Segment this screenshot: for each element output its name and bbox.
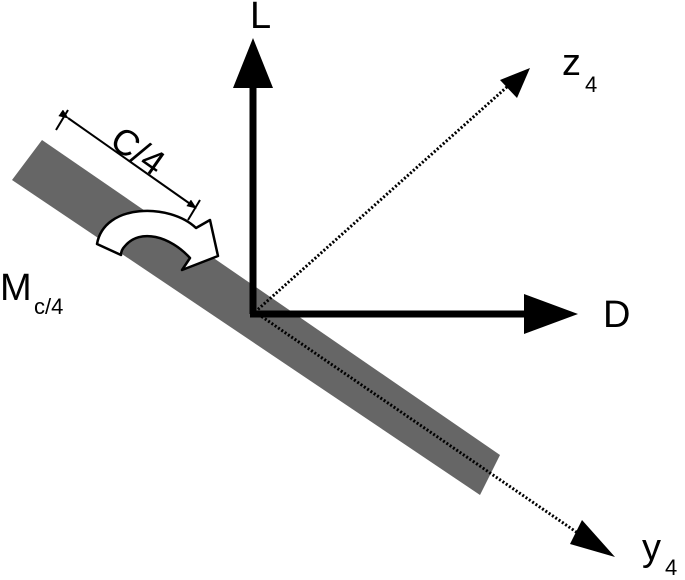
- quarter-chord-extension-right: [187, 199, 201, 221]
- lift-arrowhead: [233, 38, 273, 88]
- lift-label: L: [250, 0, 271, 37]
- z4-axis-line: [254, 84, 509, 314]
- z4-axis-letter: z: [562, 42, 581, 84]
- moment-letter: M: [0, 267, 32, 309]
- y4-axis-letter: y: [642, 527, 661, 569]
- quarter-chord-extension-left: [55, 109, 69, 131]
- quarter-chord-label: C/4: [103, 118, 172, 184]
- moment-subscript: c/4: [34, 294, 63, 319]
- y4-axis-subscript: 4: [665, 555, 677, 580]
- drag-label: D: [603, 294, 630, 336]
- drag-arrowhead: [524, 294, 578, 334]
- quarter-chord-dimension-line: [58, 109, 197, 209]
- z4-axis-arrowhead: [500, 68, 530, 98]
- pitching-moment-arrow: [95, 209, 220, 272]
- y4-axis-line: [254, 310, 589, 542]
- y4-axis-arrowhead: [570, 520, 615, 557]
- z4-axis-subscript: 4: [585, 72, 597, 97]
